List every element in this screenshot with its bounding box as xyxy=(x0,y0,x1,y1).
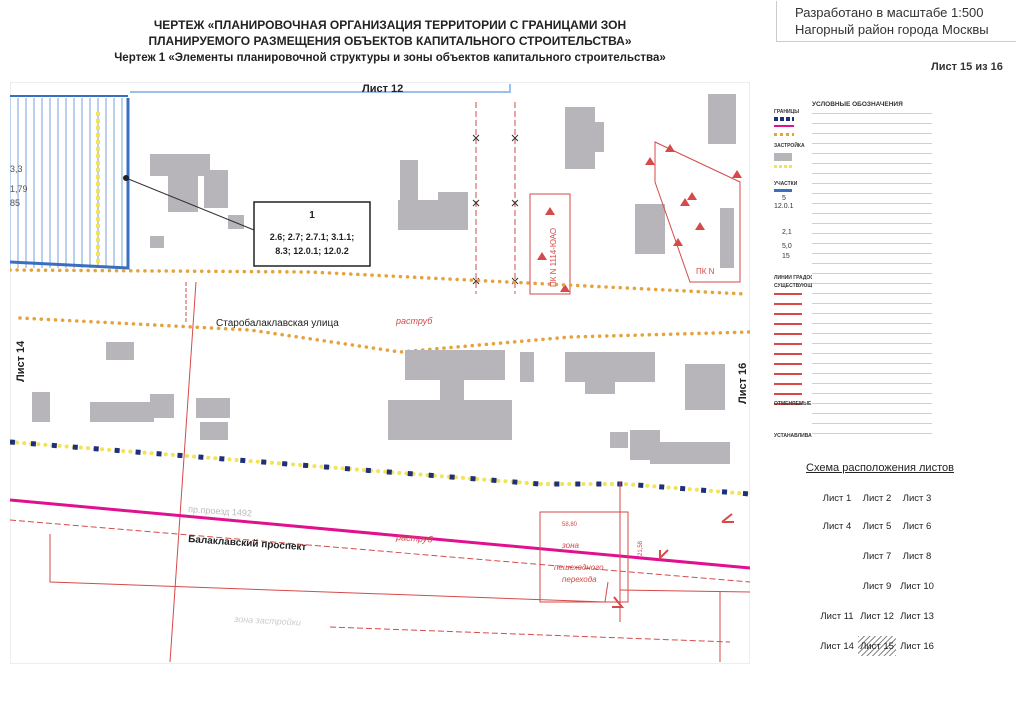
scheme-cell-2[interactable]: Лист 2 xyxy=(862,492,892,504)
left-num-3: 85 xyxy=(10,198,20,208)
crossing-label-1: пешеходного xyxy=(554,563,604,572)
sheet-left-label: Лист 14 xyxy=(15,340,27,382)
legend-sym-15: 15 xyxy=(782,253,790,260)
callout-line-2: 8.3; 12.0.1; 12.0.2 xyxy=(275,246,349,256)
dimension-1: 58,80 xyxy=(562,522,578,528)
scheme-cell-4[interactable]: Лист 4 xyxy=(822,520,852,532)
pk-label: ПК N xyxy=(696,267,715,276)
left-num-1: 3,3 xyxy=(10,164,23,174)
scheme-cell-16[interactable]: Лист 16 xyxy=(900,640,934,652)
magenta-line xyxy=(10,498,750,570)
sheet-number: Лист 15 из 16 xyxy=(931,61,1003,73)
vertical-code-label: ПК N 1114-ЮАО xyxy=(549,228,558,287)
callout-number: 1 xyxy=(309,210,315,221)
callout-line-1: 2.6; 2.7; 2.7.1; 3.1.1; xyxy=(270,232,355,242)
legend-sec-cancel: ОТМЕНЯЕМЫЕ xyxy=(774,401,812,407)
legend-sec-set: УСТАНАВЛИВАЕМЫЕ xyxy=(774,433,828,439)
sheet-top-label: Лист 12 xyxy=(362,83,403,95)
callout-point xyxy=(123,175,129,181)
rastrub-bottom: раструб xyxy=(395,532,434,545)
scheme-cell-10[interactable]: Лист 10 xyxy=(900,580,934,592)
red-markers-top xyxy=(537,144,742,292)
scheme-cell-7[interactable]: Лист 7 xyxy=(862,550,892,562)
scheme-cell-1[interactable]: Лист 1 xyxy=(822,492,852,504)
sheet-layout-scheme: Лист 1 Лист 2 Лист 3 Лист 4 Лист 5 Лист … xyxy=(818,484,948,662)
legend-title: УСЛОВНЫЕ ОБОЗНАЧЕНИЯ xyxy=(812,101,903,108)
red-lines-lower xyxy=(10,482,750,662)
legend-sym-navy xyxy=(774,117,794,121)
callout-leader xyxy=(125,177,255,231)
legend-sec-plots: УЧАСТКИ xyxy=(774,181,798,187)
scale-box: Разработано в масштабе 1:500 Нагорный ра… xyxy=(776,1,1016,42)
scheme-title: Схема расположения листов xyxy=(806,462,954,474)
title-line-1: ЧЕРТЕЖ «ПЛАНИРОВОЧНАЯ ОРГАНИЗАЦИЯ ТЕРРИТ… xyxy=(153,18,627,32)
scheme-cell-14[interactable]: Лист 14 xyxy=(820,640,854,652)
red-arrows xyxy=(612,513,734,608)
street-old-label: Старобалаклавская улица xyxy=(216,317,339,329)
scheme-cell-15-active[interactable]: Лист 15 xyxy=(858,636,896,656)
zone-bottom-label: зона застройки xyxy=(233,614,301,628)
legend-sym-building xyxy=(774,153,792,161)
scheme-cell-11[interactable]: Лист 11 xyxy=(820,610,854,622)
navy-yellow-line xyxy=(10,439,750,497)
legend-sym-red-lines xyxy=(774,293,802,413)
scheme-cell-12[interactable]: Лист 12 xyxy=(860,610,894,622)
scheme-cell-5[interactable]: Лист 5 xyxy=(862,520,892,532)
scheme-cell-6[interactable]: Лист 6 xyxy=(902,520,932,532)
legend-sec-existing: СУЩЕСТВУЮЩИЕ xyxy=(774,283,820,289)
orange-line-upper xyxy=(10,268,747,296)
hatched-zone xyxy=(10,95,130,270)
scale-text: Разработано в масштабе 1:500 xyxy=(795,5,984,20)
legend-sym-1201: 12.0.1 xyxy=(774,203,794,210)
zone-label: зона xyxy=(561,541,579,550)
scheme-cell-8[interactable]: Лист 8 xyxy=(902,550,932,562)
left-num-2: 1,79 xyxy=(10,184,28,194)
subtitle: Чертеж 1 «Элементы планировочной структу… xyxy=(114,52,666,64)
legend-sec-zones: ЗАСТРОЙКА xyxy=(774,143,805,149)
buildings-top xyxy=(150,94,736,268)
callout-box[interactable] xyxy=(253,201,371,267)
proezd-label: пр.проезд 1492 xyxy=(188,504,252,518)
legend-sec-borders: ГРАНИЦЫ xyxy=(774,109,800,115)
scheme-cell-13[interactable]: Лист 13 xyxy=(900,610,934,622)
legend-sym-5: 5 xyxy=(782,195,786,202)
top-border-line xyxy=(130,84,511,93)
planning-map[interactable]: 1 2.6; 2.7; 2.7.1; 3.1.1; 8.3; 12.0.1; 1… xyxy=(10,82,750,664)
district-text: Нагорный район города Москвы xyxy=(795,22,989,37)
sheet-right-label: Лист 16 xyxy=(737,363,749,404)
dimension-2: 21,58 xyxy=(638,540,644,556)
legend-sym-orange xyxy=(774,133,794,136)
legend-descriptions xyxy=(812,113,932,443)
legend-sym-blue xyxy=(774,189,792,192)
buildings-middle xyxy=(32,342,730,464)
scheme-cell-9[interactable]: Лист 9 xyxy=(862,580,892,592)
legend-sym-yellow xyxy=(774,165,792,168)
orange-line-middle xyxy=(18,316,750,354)
title-line-2: ПЛАНИРУЕМОГО РАЗМЕЩЕНИЯ ОБЪЕКТОВ КАПИТАЛ… xyxy=(148,34,632,48)
legend: УСЛОВНЫЕ ОБОЗНАЧЕНИЯ ГРАНИЦЫ ЗАСТРОЙКА У… xyxy=(760,95,1005,465)
crossing-label-2: перехода xyxy=(562,575,597,584)
scheme-cell-3[interactable]: Лист 3 xyxy=(902,492,932,504)
legend-sym-50: 5,0 xyxy=(782,243,792,250)
legend-sym-21: 2,1 xyxy=(782,229,792,236)
red-lines-top xyxy=(475,102,741,295)
red-vertical-line xyxy=(169,281,197,663)
legend-sym-magenta xyxy=(774,125,794,127)
rastrub-top: раструб xyxy=(395,316,433,326)
